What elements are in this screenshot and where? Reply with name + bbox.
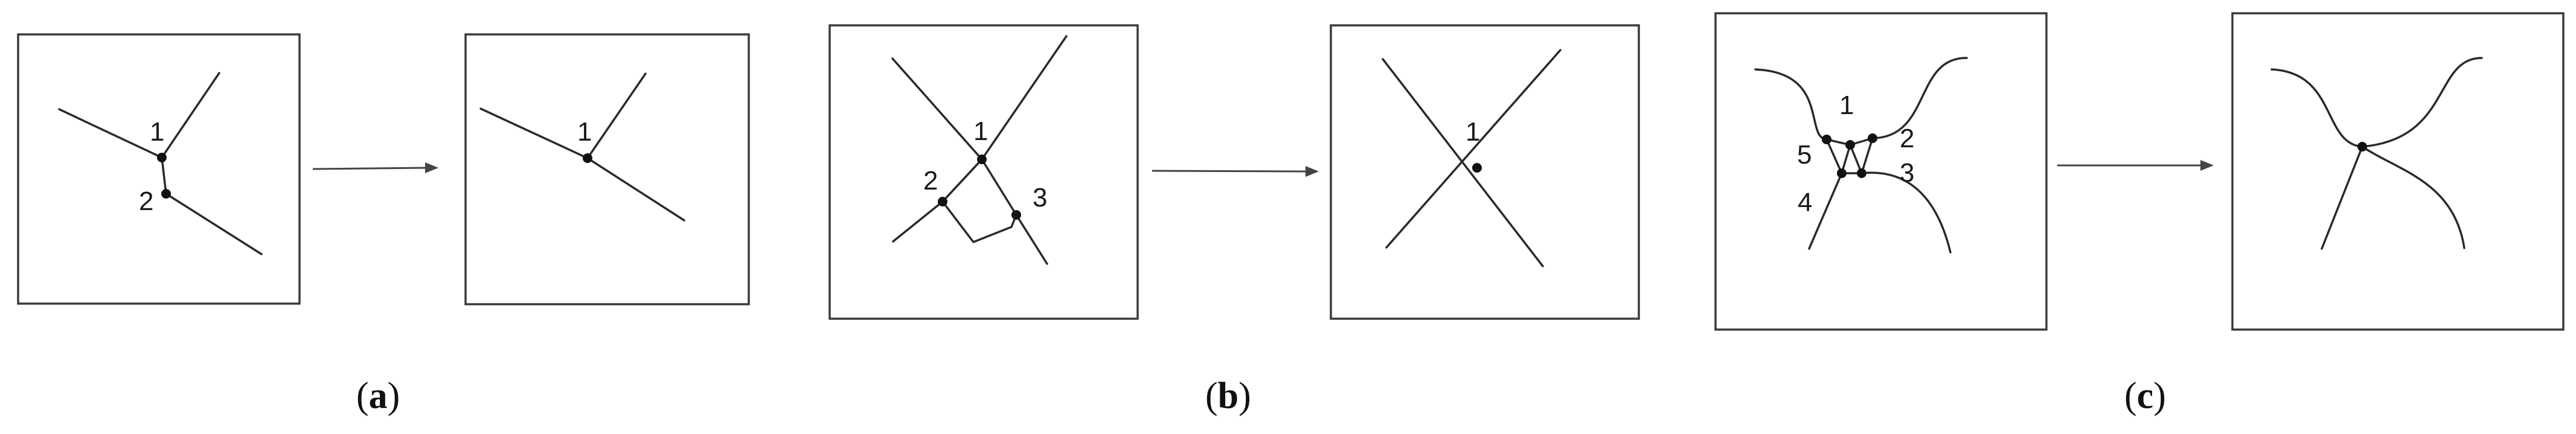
edge	[1841, 144, 1851, 174]
edge	[941, 200, 1017, 243]
panel-a-arrow	[312, 162, 438, 173]
edge	[165, 193, 263, 255]
edge	[1015, 214, 1048, 265]
edge	[892, 200, 944, 243]
edge	[1808, 172, 1843, 250]
panel-b-caption-letter: b	[1218, 375, 1238, 416]
transform-arrow-head	[2200, 160, 2214, 171]
edge	[941, 158, 983, 203]
panel-c-before: 1 2 3 4 5	[1714, 12, 2048, 331]
node-2	[161, 189, 171, 199]
panel-c-arrow	[2057, 160, 2214, 171]
node-label-3: 3	[1900, 158, 1914, 188]
edge	[161, 156, 167, 195]
edge	[1754, 68, 1828, 141]
edge	[2321, 145, 2363, 250]
transform-arrow-head	[425, 162, 438, 173]
edge	[2361, 145, 2465, 249]
edge	[1860, 137, 1874, 174]
edge	[981, 35, 1068, 161]
panel-a-before: 1 2	[17, 33, 301, 305]
node-label-1: 1	[973, 116, 988, 146]
panel-a-caption: (a)	[356, 375, 400, 416]
node-1	[157, 153, 167, 162]
node-label-1: 1	[150, 117, 164, 147]
panel-b-after: 1	[1330, 24, 1640, 320]
panel-a-before-frame	[17, 33, 301, 305]
edge	[586, 72, 647, 159]
node-1	[977, 155, 987, 164]
node-5	[1845, 140, 1855, 150]
panel-c-caption: (c)	[2124, 375, 2166, 416]
edge	[1849, 144, 1863, 174]
panel-a-after: 1	[464, 33, 750, 305]
node-label-2: 2	[1900, 124, 1914, 153]
edge	[1860, 171, 1952, 254]
panel-b-caption: (b)	[1205, 375, 1251, 416]
transform-arrow-head	[1306, 166, 1319, 177]
panel-c-before-frame	[1714, 12, 2048, 331]
edge	[161, 72, 220, 159]
node-label-1: 1	[1466, 117, 1480, 147]
panel-b-before-frame	[828, 24, 1139, 320]
node-3	[1011, 210, 1021, 220]
node-label-4: 4	[1798, 188, 1812, 217]
panel-c: 1 2 3 4 5 (c)	[1714, 12, 2565, 416]
edge	[2361, 57, 2483, 148]
edge	[1825, 138, 1843, 174]
transform-arrow-shaft	[312, 167, 428, 170]
node-label-2: 2	[139, 187, 153, 216]
node-1	[1472, 163, 1482, 173]
edge	[479, 107, 589, 159]
node-label-2: 2	[923, 166, 938, 196]
node-1	[1822, 135, 1831, 144]
node-label-5: 5	[1797, 140, 1812, 170]
panel-b-after-frame	[1330, 24, 1640, 320]
panel-b-arrow	[1152, 166, 1319, 177]
panel-b: 1 2 3 1 (b)	[828, 24, 1640, 416]
node-3	[1857, 168, 1866, 178]
node-label-1: 1	[1839, 91, 1854, 120]
panel-b-before: 1 2 3	[828, 24, 1139, 320]
node-label-1: 1	[577, 117, 592, 147]
edge	[891, 57, 983, 161]
panel-a-after-frame	[464, 33, 750, 305]
panel-c-caption-letter: c	[2137, 375, 2154, 416]
node-2	[938, 197, 947, 206]
edge	[58, 108, 163, 159]
node-4	[1837, 168, 1847, 178]
panel-c-after	[2231, 12, 2565, 331]
panel-c-after-frame	[2231, 12, 2565, 331]
edge	[981, 158, 1017, 216]
panel-a: 1 2 1 (a)	[17, 33, 750, 416]
edge	[586, 157, 685, 222]
edge	[2270, 68, 2363, 148]
edge	[1385, 49, 1562, 249]
node-label-3: 3	[1033, 183, 1047, 212]
panel-a-caption-letter: a	[369, 375, 388, 416]
edge	[1871, 57, 1968, 139]
node-merged	[2357, 142, 2367, 152]
node-2	[1868, 133, 1877, 143]
node-1	[583, 153, 592, 163]
edge	[1382, 58, 1544, 267]
